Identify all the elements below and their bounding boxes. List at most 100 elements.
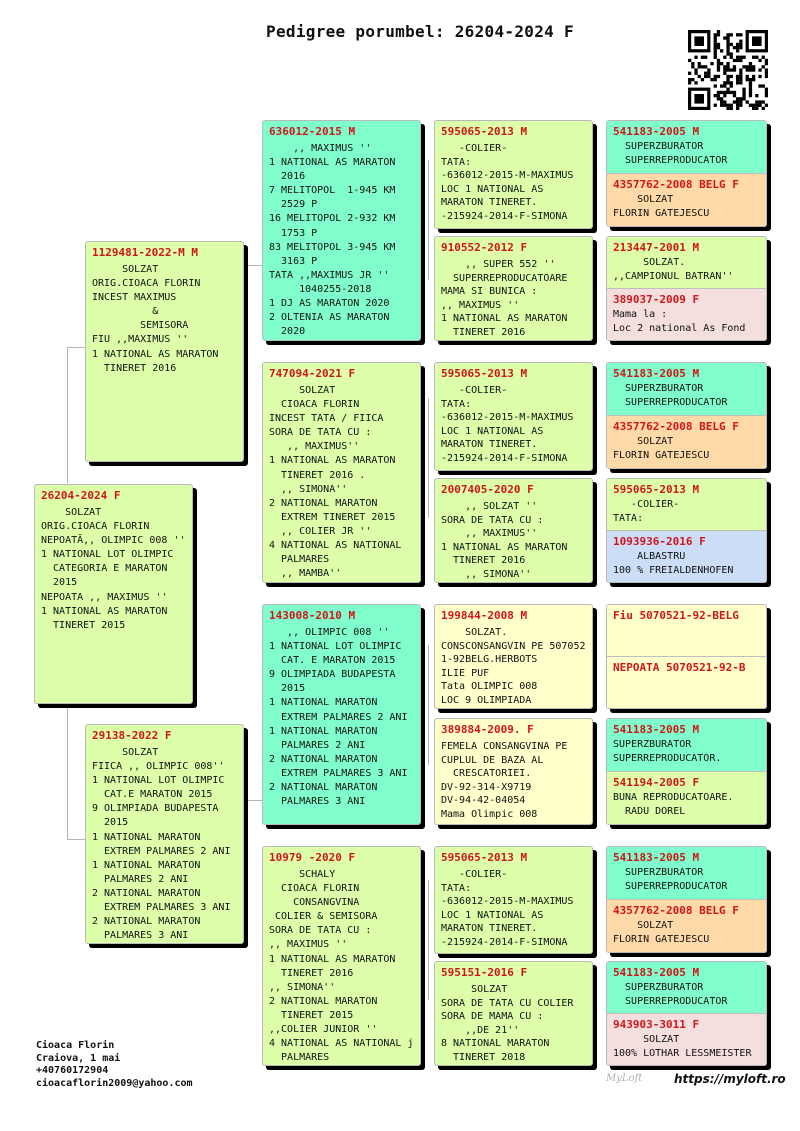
ring-number: 29138-2022 F (92, 729, 172, 742)
ring-number: 10979 -2020 F (269, 851, 356, 864)
ancestor-pair-card[interactable]: 541183-2005 M SUPERZBURATOR SUPERREPRODU… (606, 120, 767, 227)
dam-cell[interactable]: 541194-2005 F BUNA REPRODUCATOARE. RADU … (607, 772, 766, 824)
ring-number: 1129481-2022-M M (92, 246, 198, 259)
ancestor-pair-card[interactable]: 213447-2001 M SOLZAT. ,,CAMPIONUL BATRAN… (606, 236, 767, 341)
pigeon-notes: SUPERZBURATOR SUPERREPRODUCATOR (625, 982, 728, 1007)
pigeon-notes: BUNA REPRODUCATOARE. RADU DOREL (613, 792, 734, 817)
pigeon-notes: -COLIER- TATA: -636012-2015-M-MAXIMUS LO… (441, 385, 574, 464)
dam-cell[interactable]: 4357762-2008 BELG F SOLZAT FLORIN GATEJE… (607, 900, 766, 952)
owner-email[interactable]: cioacaflorin2009@yahoo.com (36, 1077, 193, 1089)
ring-number: 541183-2005 M (613, 125, 700, 138)
ring-number: 2007405-2020 F (441, 483, 534, 496)
pigeon-notes: SOLZAT FLORIN GATEJESCU (613, 194, 710, 219)
pigeon-notes: Mama la : Loc 2 national As Fond (613, 309, 746, 334)
dam-cell[interactable]: 389037-2009 F Mama la : Loc 2 national A… (607, 289, 766, 340)
owner-name: Cioaca Florin (36, 1040, 115, 1051)
pigeon-notes: FEMELA CONSANGVINA PE CUPLUL DE BAZA AL … (441, 741, 568, 820)
pigeon-notes: SCHALY CIOACA FLORIN CONSANGVINA COLIER … (269, 869, 414, 1064)
pigeon-notes: SOLZAT 100% LOTHAR LESSMEISTER (613, 1034, 752, 1059)
connector (428, 645, 429, 765)
pigeon-notes: ,, SOLZAT '' SORA DE TATA CU : ,, MAXIMU… (441, 501, 568, 580)
pigeon-notes: SOLZAT FIICA ,, OLIMPIC 008'' 1 NATIONAL… (92, 747, 231, 942)
connector (67, 839, 85, 840)
great-grandparent-card[interactable]: 595151-2016 F SOLZAT SORA DE TATA CU COL… (434, 961, 593, 1066)
great-grandparent-card[interactable]: 595065-2013 M -COLIER- TATA: -636012-201… (434, 846, 593, 954)
sire-cell[interactable]: 541183-2005 M SUPERZBURATOR SUPERREPRODU… (607, 363, 766, 415)
pigeon-notes: -COLIER- TATA: -636012-2015-M-MAXIMUS LO… (441, 143, 574, 222)
father-card[interactable]: 1129481-2022-M M SOLZAT ORIG.CIOACA FLOR… (85, 241, 244, 462)
pigeon-notes: -COLIER- TATA: -636012-2015-M-MAXIMUS LO… (441, 869, 574, 948)
grandfather-paternal-card[interactable]: 636012-2015 M ,, MAXIMUS '' 1 NATIONAL A… (262, 120, 421, 341)
ancestor-pair-card[interactable]: Fiu 5070521-92-BELG NEPOATA 5070521-92-B (606, 604, 767, 709)
owner-city: Craiova, 1 mai (36, 1052, 121, 1064)
pigeon-notes: SUPERZBURATOR SUPERREPRODUCATOR. (613, 739, 722, 764)
ancestor-pair-card[interactable]: 541183-2005 M SUPERZBURATOR SUPERREPRODU… (606, 362, 767, 469)
connector (67, 347, 68, 483)
sire-cell[interactable]: 541183-2005 M SUPERZBURATOR SUPERREPRODU… (607, 121, 766, 173)
pigeon-notes: ,, MAXIMUS '' 1 NATIONAL AS MARATON 2016… (269, 143, 396, 338)
sire-cell[interactable]: 595065-2013 M -COLIER- TATA: (607, 479, 766, 530)
ring-number: 389884-2009. F (441, 723, 534, 736)
ring-number: 595065-2013 M (441, 851, 528, 864)
ring-number: 636012-2015 M (269, 125, 356, 138)
ring-number: 541194-2005 F (613, 776, 700, 789)
pigeon-notes: ALBASTRU 100 % FREIALDENHOFEN (613, 551, 734, 576)
dam-cell[interactable]: 4357762-2008 BELG F SOLZAT FLORIN GATEJE… (607, 416, 766, 468)
grandmother-maternal-card[interactable]: 10979 -2020 F SCHALY CIOACA FLORIN CONSA… (262, 846, 421, 1066)
owner-phone[interactable]: +40760172904 (36, 1065, 109, 1076)
mother-card[interactable]: 29138-2022 F SOLZAT FIICA ,, OLIMPIC 008… (85, 724, 244, 944)
pigeon-notes: SOLZAT SORA DE TATA CU COLIER SORA DE MA… (441, 984, 574, 1063)
qr-code-icon[interactable] (688, 30, 768, 110)
great-grandparent-card[interactable]: 595065-2013 M -COLIER- TATA: -636012-201… (434, 120, 593, 229)
ring-number: 595151-2016 F (441, 966, 528, 979)
pigeon-notes: ,, SUPER 552 '' SUPERREPRODUCATOARE MAMA… (441, 259, 568, 338)
ancestor-pair-card[interactable]: 541183-2005 M SUPERZBURATOR SUPERREPRODU… (606, 718, 767, 825)
great-grandparent-card[interactable]: 595065-2013 M -COLIER- TATA: -636012-201… (434, 362, 593, 471)
dam-cell[interactable]: 1093936-2016 F ALBASTRU 100 % FREIALDENH… (607, 531, 766, 582)
page-title: Pedigree porumbel: 26204-2024 F (266, 22, 574, 41)
great-grandparent-card[interactable]: 389884-2009. F FEMELA CONSANGVINA PE CUP… (434, 718, 593, 825)
pigeon-notes: SOLZAT ORIG.CIOACA FLORIN INCEST MAXIMUS… (92, 264, 219, 374)
ring-number: 4357762-2008 BELG F (613, 420, 739, 433)
ring-number: NEPOATA 5070521-92-B (613, 661, 746, 674)
grandfather-maternal-card[interactable]: 143008-2010 M ,, OLIMPIC 008 '' 1 NATION… (262, 604, 421, 825)
sire-cell[interactable]: 541183-2005 M SUPERZBURATOR SUPERREPRODU… (607, 962, 766, 1013)
ring-number: 389037-2009 F (613, 293, 700, 306)
sire-cell[interactable]: 541183-2005 M SUPERZBURATOR SUPERREPRODU… (607, 719, 766, 771)
connector (67, 705, 68, 839)
ancestor-pair-card[interactable]: 595065-2013 M -COLIER- TATA: 1093936-201… (606, 478, 767, 583)
dam-cell[interactable]: 943903-3011 F SOLZAT 100% LOTHAR LESSMEI… (607, 1014, 766, 1065)
ring-number: 1093936-2016 F (613, 535, 706, 548)
myloft-logo: MyLoft (606, 1073, 643, 1084)
subject-card[interactable]: 26204-2024 F SOLZAT ORIG.CIOACA FLORIN N… (34, 484, 193, 704)
pigeon-notes: SOLZAT. ,,CAMPIONUL BATRAN'' (613, 257, 734, 282)
dam-cell[interactable]: 4357762-2008 BELG F SOLZAT FLORIN GATEJE… (607, 174, 766, 226)
ring-number: 747094-2021 F (269, 367, 356, 380)
connector (244, 265, 262, 266)
great-grandparent-card[interactable]: 2007405-2020 F ,, SOLZAT '' SORA DE TATA… (434, 478, 593, 583)
great-grandparent-card[interactable]: 910552-2012 F ,, SUPER 552 '' SUPERREPRO… (434, 236, 593, 341)
connector (244, 800, 262, 801)
sire-cell[interactable]: 213447-2001 M SOLZAT. ,,CAMPIONUL BATRAN… (607, 237, 766, 288)
dam-cell[interactable]: NEPOATA 5070521-92-B (607, 657, 766, 708)
sire-cell[interactable]: Fiu 5070521-92-BELG (607, 605, 766, 656)
grandmother-paternal-card[interactable]: 747094-2021 F SOLZAT CIOACA FLORIN INCES… (262, 362, 421, 583)
pigeon-notes: SUPERZBURATOR SUPERREPRODUCATOR (625, 141, 728, 166)
ring-number: 595065-2013 M (441, 367, 528, 380)
ring-number: 213447-2001 M (613, 241, 700, 254)
ring-number: 4357762-2008 BELG F (613, 178, 739, 191)
sire-cell[interactable]: 541183-2005 M SUPERZBURATOR SUPERREPRODU… (607, 847, 766, 899)
owner-contact: Cioaca Florin Craiova, 1 mai +4076017290… (36, 1040, 193, 1090)
ring-number: 199844-2008 M (441, 609, 528, 622)
great-grandparent-card[interactable]: 199844-2008 M SOLZAT. CONSCONSANGVIN PE … (434, 604, 593, 709)
ring-number: 541183-2005 M (613, 851, 700, 864)
website-link[interactable]: https://myloft.ro (674, 1072, 786, 1086)
pigeon-notes: ,, OLIMPIC 008 '' 1 NATIONAL LOT OLIMPIC… (269, 627, 408, 808)
pigeon-notes: SOLZAT. CONSCONSANGVIN PE 507052 1-92BEL… (441, 627, 586, 706)
ancestor-pair-card[interactable]: 541183-2005 M SUPERZBURATOR SUPERREPRODU… (606, 961, 767, 1066)
pigeon-notes: SOLZAT FLORIN GATEJESCU (613, 920, 710, 945)
ancestor-pair-card[interactable]: 541183-2005 M SUPERZBURATOR SUPERREPRODU… (606, 846, 767, 953)
connector (428, 880, 429, 1000)
ring-number: 143008-2010 M (269, 609, 356, 622)
ring-number: 541183-2005 M (613, 723, 700, 736)
